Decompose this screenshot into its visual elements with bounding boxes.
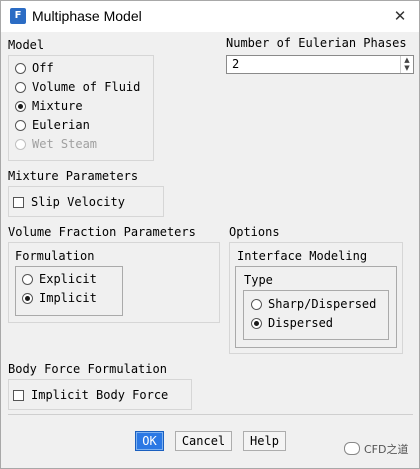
spin-up-icon[interactable]: ▲ — [404, 56, 410, 64]
model-radio-volume-of-fluid[interactable]: Volume of Fluid — [15, 79, 140, 95]
type-label: Type — [244, 273, 273, 287]
title-bar: F Multiphase Model ✕ — [1, 1, 419, 32]
model-radio-eulerian[interactable]: Eulerian — [15, 117, 90, 133]
options-group — [229, 242, 403, 354]
checkbox-square — [13, 390, 24, 401]
body-force-group — [8, 379, 192, 410]
formulation-radio-implicit[interactable]: Implicit — [22, 290, 97, 306]
formulation-radio-explicit[interactable]: Explicit — [22, 271, 97, 287]
volume-fraction-group — [8, 242, 220, 323]
type-group — [243, 290, 389, 340]
radio-circle-selected — [22, 293, 33, 304]
radio-circle — [251, 299, 262, 310]
interface-modeling-group — [235, 266, 397, 348]
help-button[interactable]: Help — [243, 431, 286, 451]
radio-circle — [15, 139, 26, 150]
formulation-label: Formulation — [15, 249, 95, 263]
close-icon[interactable]: ✕ — [393, 7, 407, 25]
fluent-app-icon: F — [10, 8, 26, 24]
eulerian-phases-value[interactable]: 2 — [232, 57, 240, 71]
radio-circle-selected — [251, 318, 262, 329]
spinner-arrows[interactable]: ▲ ▼ — [400, 56, 413, 73]
mixture-parameters-group — [8, 186, 164, 217]
eulerian-phases-label: Number of Eulerian Phases — [226, 36, 407, 50]
button-separator — [8, 414, 413, 415]
model-group — [8, 55, 154, 161]
cancel-button[interactable]: Cancel — [175, 431, 232, 451]
options-label: Options — [229, 225, 280, 239]
mixture-parameters-label: Mixture Parameters — [8, 169, 139, 183]
window-title: Multiphase Model — [32, 8, 142, 24]
type-radio-sharp-dispersed[interactable]: Sharp/Dispersed — [251, 296, 376, 312]
ok-button[interactable]: OK — [135, 431, 164, 451]
interface-modeling-label: Interface Modeling — [237, 249, 368, 263]
model-group-label: Model — [8, 38, 45, 52]
watermark: CFD之道 — [344, 441, 408, 457]
radio-circle — [22, 274, 33, 285]
model-radio-off[interactable]: Off — [15, 60, 54, 76]
eulerian-phases-spinner[interactable]: 2 ▲ ▼ — [226, 55, 414, 74]
wechat-icon — [344, 442, 360, 455]
model-radio-wet-steam: Wet Steam — [15, 136, 97, 152]
formulation-group — [15, 266, 123, 316]
radio-circle — [15, 63, 26, 74]
slip-velocity-checkbox[interactable]: Slip Velocity — [13, 194, 125, 210]
radio-circle — [15, 120, 26, 131]
radio-circle-selected — [15, 101, 26, 112]
implicit-body-force-checkbox[interactable]: Implicit Body Force — [13, 387, 168, 403]
model-radio-mixture[interactable]: Mixture — [15, 98, 83, 114]
spin-down-icon[interactable]: ▼ — [404, 64, 410, 72]
radio-circle — [15, 82, 26, 93]
type-radio-dispersed[interactable]: Dispersed — [251, 315, 333, 331]
checkbox-square — [13, 197, 24, 208]
body-force-label: Body Force Formulation — [8, 362, 167, 376]
volume-fraction-label: Volume Fraction Parameters — [8, 225, 196, 239]
